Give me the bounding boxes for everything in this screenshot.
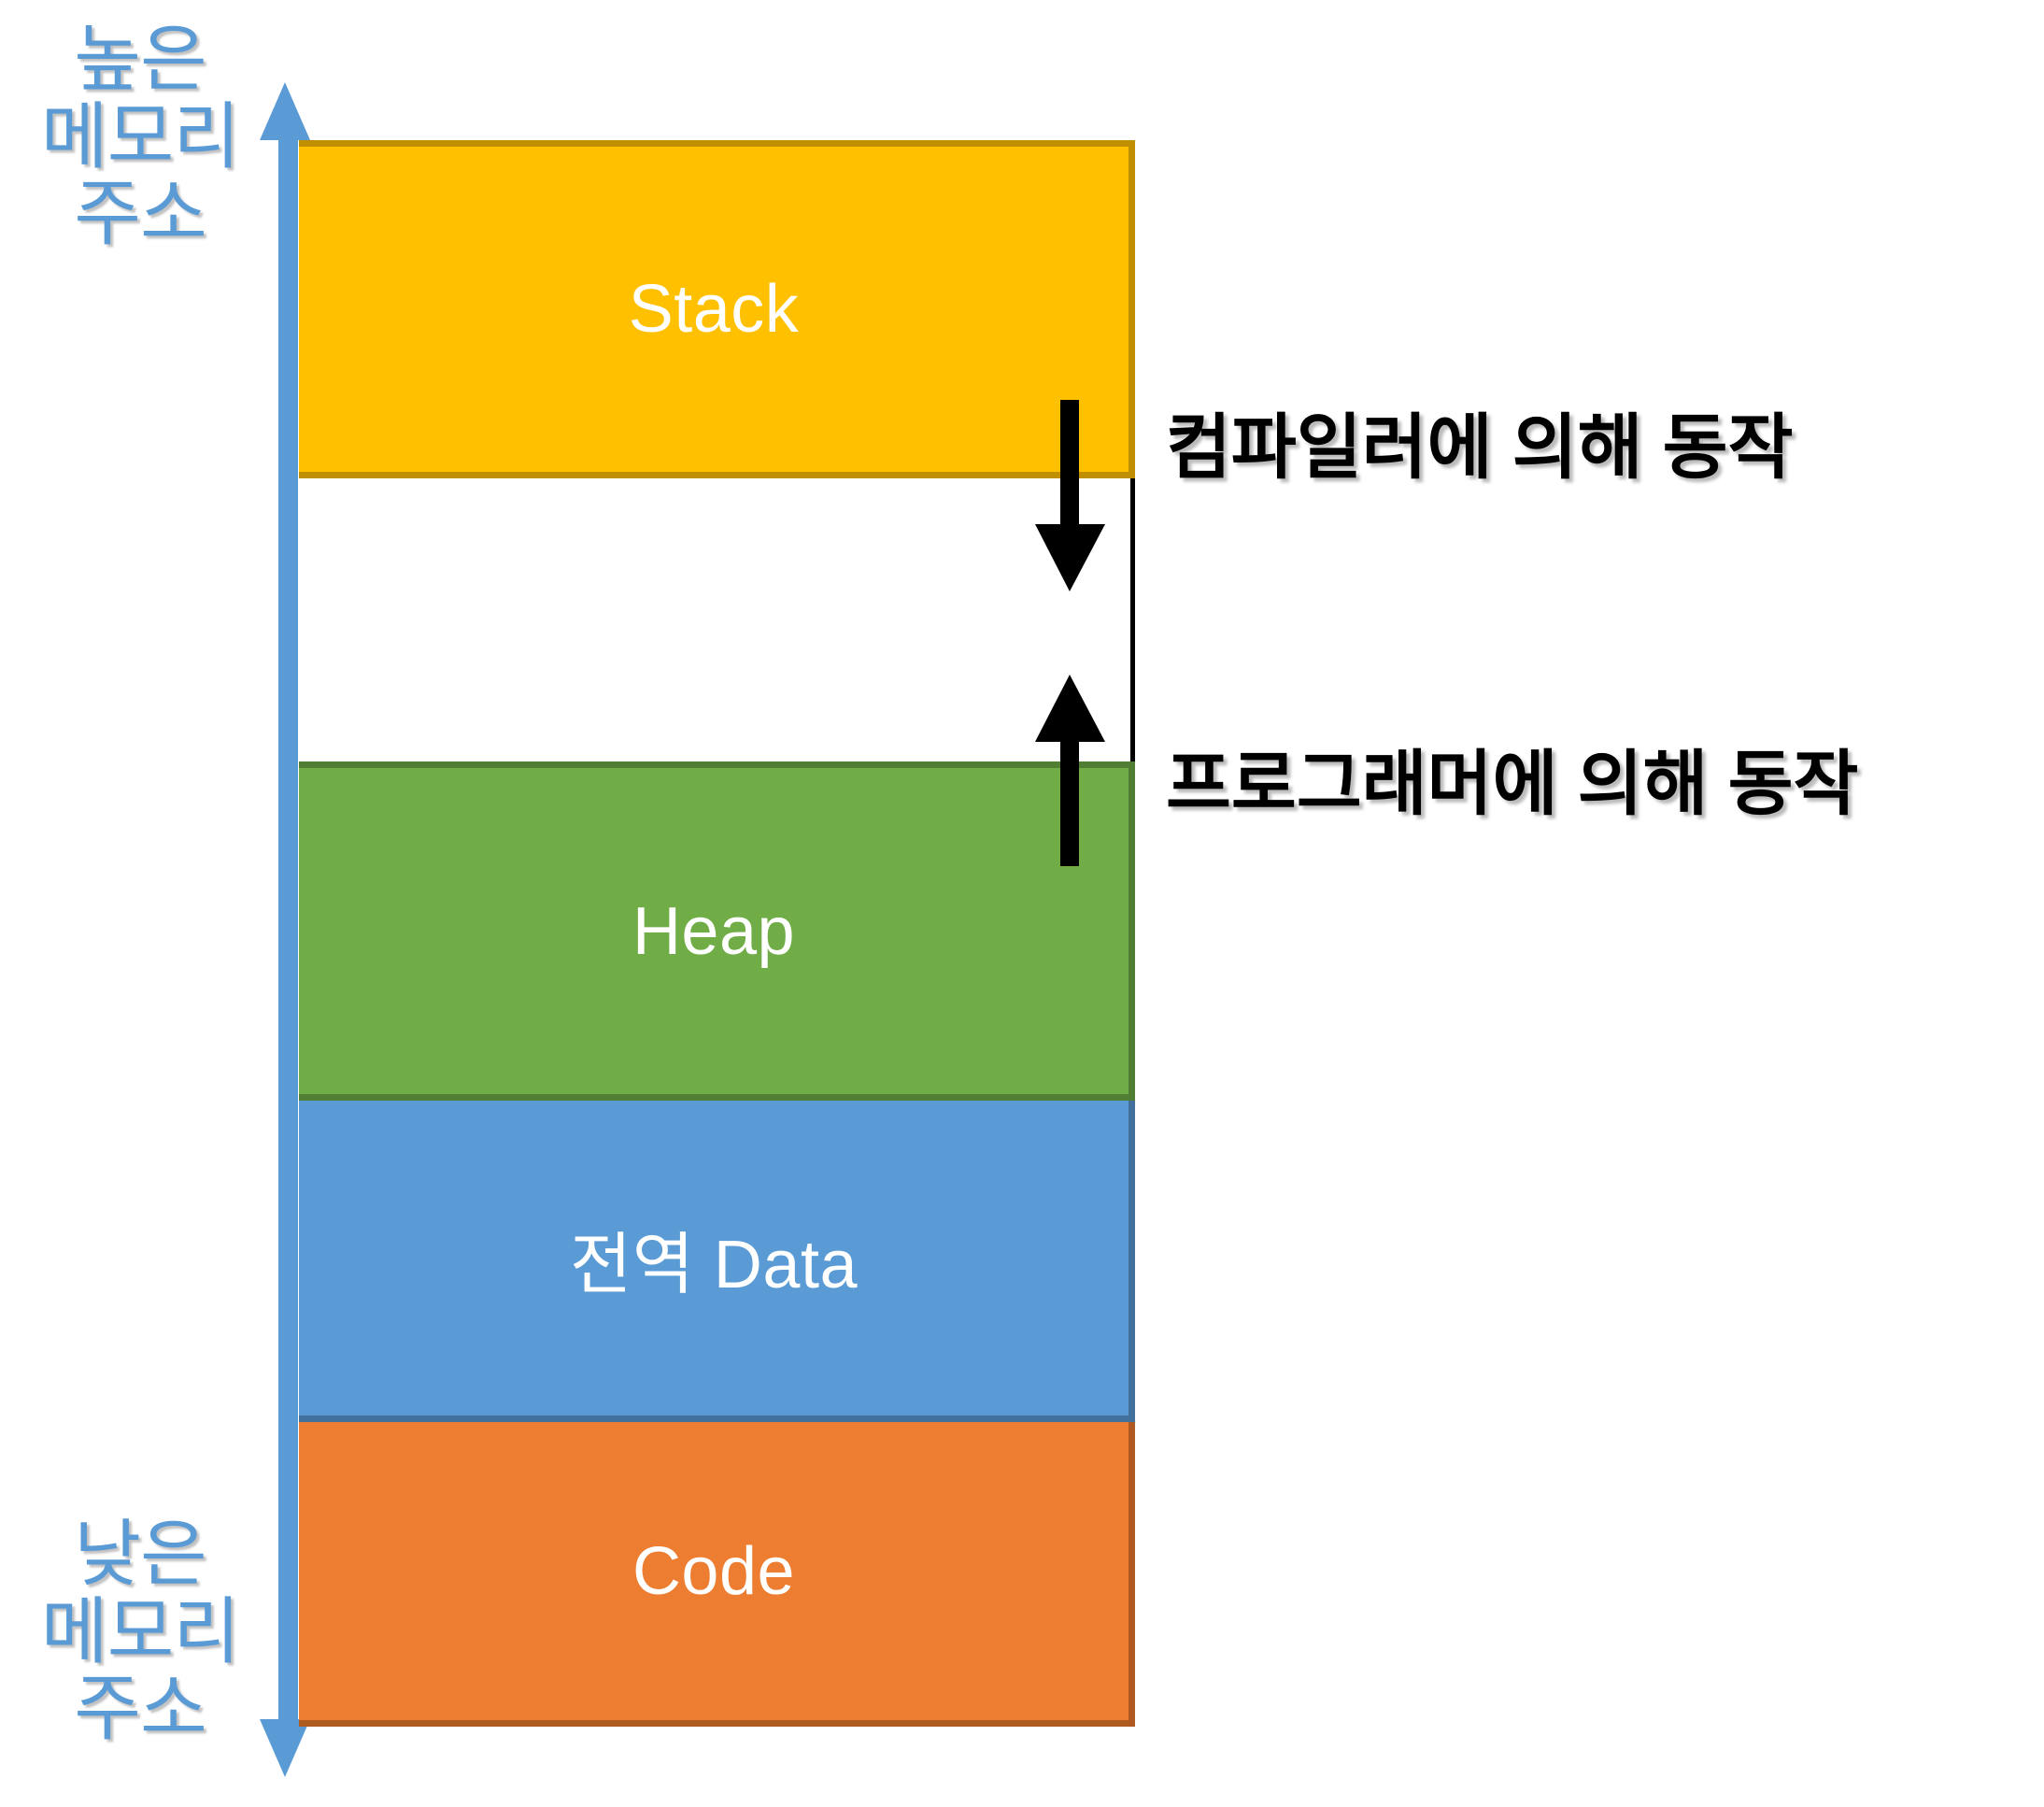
segment-code[interactable]: Code [299,1422,1135,1727]
double-arrow-icon [260,82,310,1777]
heap-growth-up-arrow [1035,675,1110,866]
segment-heap-label: Heap [632,893,796,969]
stack-growth-down-arrow [1035,400,1110,591]
up-arrow-icon [1035,675,1105,866]
segment-heap[interactable]: Heap [299,761,1135,1101]
low-memory-address-label: 낮은 메모리 주소 [40,1513,240,1750]
down-arrow-icon [1035,400,1105,591]
segment-stack-label: Stack [628,272,800,347]
segment-global-data-label: 전역 Data [569,1228,859,1302]
segment-global-data[interactable]: 전역 Data [299,1101,1135,1422]
annotation-compiler-managed: 컴파일러에 의해 동작 [1166,408,1794,488]
annotation-programmer-managed: 프로그래머에 의해 동작 [1166,745,1859,824]
segment-stack[interactable]: Stack [299,140,1135,478]
segment-code-label: Code [632,1533,796,1609]
memory-address-axis-arrow [260,82,325,1777]
high-memory-address-label: 높은 메모리 주소 [40,18,240,255]
segment-free-gap[interactable] [299,478,1135,761]
